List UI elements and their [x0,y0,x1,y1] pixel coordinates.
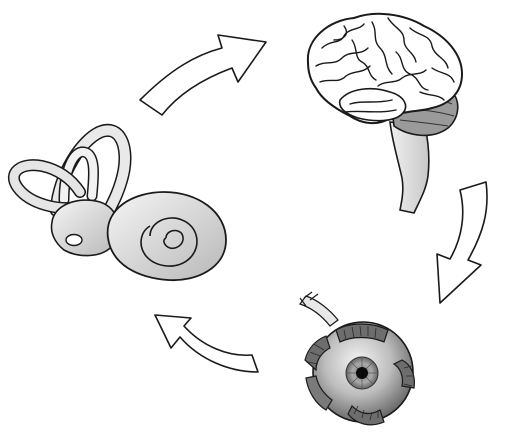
arrow-ear-to-brain-icon [140,35,266,115]
arrow-eye-to-ear-icon [155,315,258,372]
brain-icon [308,14,462,213]
arrow-brain-to-eye-icon [437,182,487,303]
eyeball-icon [300,292,414,425]
inner-ear-icon [14,130,226,280]
